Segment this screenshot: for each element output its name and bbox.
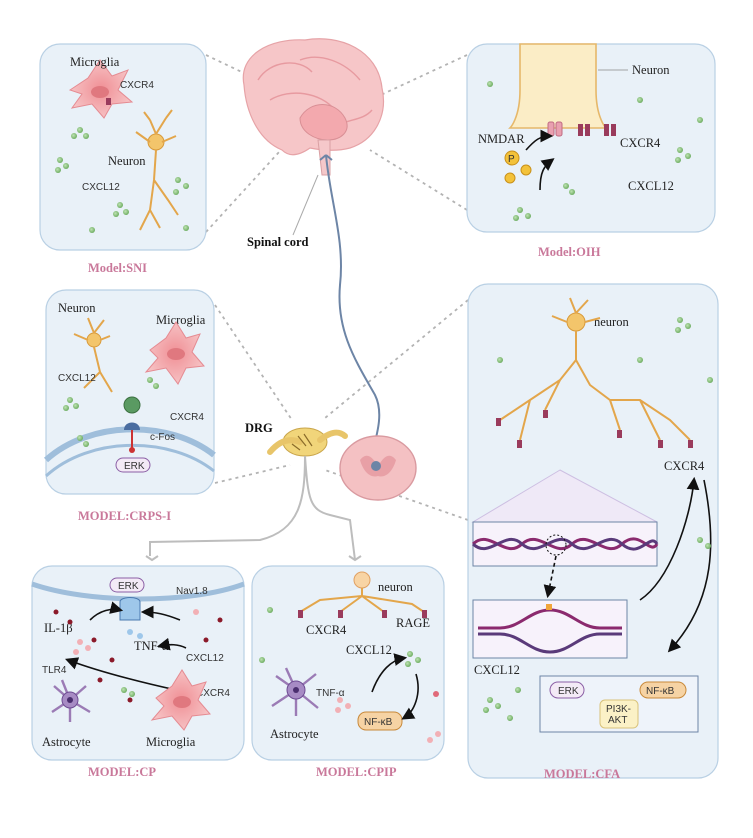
drg-ganglion-icon	[267, 427, 348, 457]
crps-cfos-label: c-Fos	[150, 432, 175, 443]
spinal-cord-path	[325, 154, 381, 463]
spinal-cord-section-icon	[339, 435, 417, 501]
cxcl12-dots	[63, 377, 159, 447]
cfa-neuron-label: neuron	[594, 315, 629, 329]
sni-neuron-label: Neuron	[108, 154, 146, 168]
cfa-cxcl12-label: CXCL12	[474, 663, 520, 677]
cp-cxcl12-label: CXCL12	[186, 653, 224, 664]
panel-oih: Neuron NMDAR CXCR4 CXCL12 P	[466, 43, 716, 233]
cpip-neuron-label: neuron	[378, 580, 413, 594]
cpip-tnf-label: TNF-α	[316, 688, 345, 699]
sni-microglia-label: Microglia	[70, 55, 120, 69]
cpip-nfkb-label: NF-κB	[364, 717, 393, 728]
cp-astrocyte-label: Astrocyte	[42, 735, 91, 749]
cpip-astrocyte-label: Astrocyte	[270, 727, 319, 741]
oih-nmdar-label: NMDAR	[478, 132, 525, 146]
cp-nav-label: Nav1.8	[176, 586, 208, 597]
crps-erk-label: ERK	[124, 461, 145, 472]
cxcl12-dots	[487, 81, 703, 221]
panel-cp: ERK Nav1.8 IL-1β TNF-α CXCL12 TLR4 CXCR4…	[31, 565, 245, 761]
astrocyte-icon	[271, 667, 319, 716]
cytokine-dots	[53, 609, 223, 703]
cp-microglia-label: Microglia	[146, 735, 196, 749]
sni-cxcr4-label: CXCR4	[120, 80, 154, 91]
cpip-model-label: MODEL:CPIP	[316, 765, 397, 779]
cxcl12-dots	[259, 607, 441, 743]
cp-tlr4-label: TLR4	[42, 665, 67, 676]
astrocyte-icon	[51, 679, 91, 722]
cpip-cxcr4-label: CXCR4	[306, 623, 347, 637]
cfa-erk-label: ERK	[558, 686, 579, 697]
drg-label: DRG	[245, 421, 273, 435]
oih-cxcr4-label: CXCR4	[620, 136, 661, 150]
cxcr4-receptor-icon	[496, 410, 693, 448]
cpip-rage-label: RAGE	[396, 616, 430, 630]
neuron-icon	[135, 109, 179, 231]
panel-cpip: neuron CXCR4 RAGE CXCL12 TNF-α Astrocyte…	[251, 565, 445, 761]
crps-microglia-label: Microglia	[156, 313, 206, 327]
cfa-pi3k-label: PI3K-	[606, 704, 631, 715]
panel-cfa: neuron CXCR4 ERK NF-κB PI3K- AKT CXCL12	[467, 283, 719, 779]
crps-cxcl12-label: CXCL12	[58, 373, 96, 384]
cfa-model-label: MODEL:CFA	[544, 767, 620, 781]
crps-neuron-label: Neuron	[58, 301, 96, 315]
cp-model-label: MODEL:CP	[88, 765, 156, 779]
cxcl12-dots	[55, 127, 189, 233]
brain-illustration	[242, 38, 384, 176]
cp-cxcr4-label: CXCR4	[196, 688, 230, 699]
spinal-cord-label: Spinal cord	[247, 235, 309, 249]
oih-p-label: P	[508, 154, 515, 165]
cxcr4-receptor-icon	[578, 124, 616, 136]
panel-crps: Neuron Microglia CXCL12 CXCR4 c-Fos ERK	[43, 289, 216, 495]
sni-cxcl12-label: CXCL12	[82, 182, 120, 193]
cp-il1b-label: IL-1β	[44, 621, 73, 635]
cp-erk-label: ERK	[118, 581, 139, 592]
cfa-cxcr4-label: CXCR4	[664, 459, 705, 473]
oih-cxcl12-label: CXCL12	[628, 179, 674, 193]
crps-cxcr4-label: CXCR4	[170, 412, 204, 423]
sni-model-label: Model:SNI	[88, 261, 147, 275]
cfa-akt-label: AKT	[608, 715, 627, 726]
oih-neuron-label: Neuron	[632, 63, 670, 77]
cxcl12-dots	[483, 317, 713, 721]
oih-model-label: Model:OIH	[538, 245, 601, 259]
cpip-cxcl12-label: CXCL12	[346, 643, 392, 657]
crps-model-label: MODEL:CRPS-I	[78, 509, 171, 523]
cfa-nfkb-label: NF-κB	[646, 686, 675, 697]
panel-sni: Microglia CXCR4 Neuron CXCL12	[39, 43, 207, 251]
